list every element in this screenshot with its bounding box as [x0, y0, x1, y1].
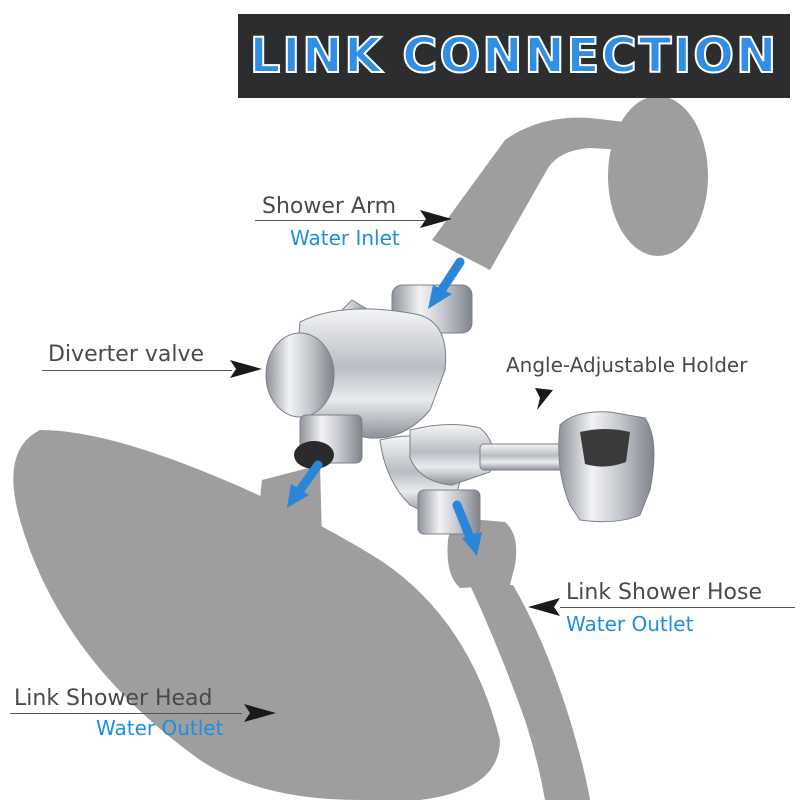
title-banner: LINK CONNECTION	[238, 14, 790, 98]
shower-hose-silhouette	[470, 585, 590, 800]
flow-arrow-icon	[452, 500, 482, 556]
label-hose-outlet: Water Outlet	[566, 612, 694, 636]
label-underline	[560, 607, 795, 608]
label-head-outlet: Water Outlet	[96, 716, 224, 740]
shower-arm-flange	[608, 96, 708, 256]
label-angle-holder: Angle-Adjustable Holder	[506, 353, 748, 377]
holder-stem	[479, 443, 569, 471]
label-underline	[255, 220, 425, 221]
diverter-outlet-hole	[294, 441, 334, 469]
pointer-arrow-icon	[420, 210, 452, 228]
shower-head-silhouette	[13, 430, 500, 800]
label-shower-hose: Link Shower Hose	[566, 580, 762, 605]
label-diverter-valve: Diverter valve	[48, 342, 205, 367]
label-shower-head: Link Shower Head	[14, 686, 213, 711]
page-title: LINK CONNECTION	[249, 27, 779, 85]
label-underline	[42, 370, 232, 371]
flow-arrow-icon	[428, 257, 465, 309]
hose-connector-silhouette	[447, 520, 517, 588]
pointer-arrow-icon	[244, 704, 276, 722]
pointer-arrow-icon	[230, 360, 262, 378]
holder-cradle	[558, 411, 655, 523]
flow-arrow-icon	[287, 460, 323, 508]
label-underline	[10, 713, 242, 714]
pointer-arrow-icon	[535, 388, 553, 410]
shower-arm-silhouette	[432, 117, 625, 270]
label-shower-arm: Shower Arm	[262, 194, 397, 219]
diverter-left-cap	[265, 332, 335, 418]
pointer-arrow-icon	[528, 598, 560, 616]
label-shower-arm-inlet: Water Inlet	[290, 226, 400, 250]
holder-cradle-slot	[580, 429, 630, 467]
